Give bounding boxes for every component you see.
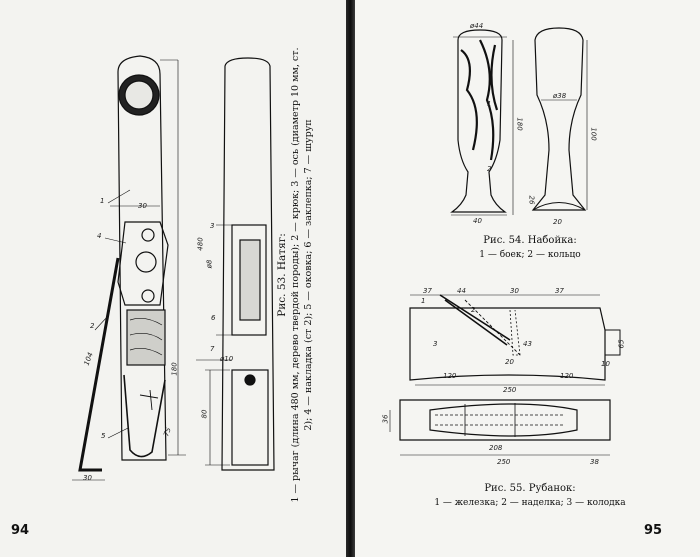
dim-480: 480 bbox=[196, 237, 205, 251]
part-3: 3 bbox=[210, 222, 215, 230]
dim-180: 180 bbox=[170, 362, 179, 376]
dim-250-top: 250 bbox=[497, 458, 511, 466]
fig55-part-3: 3 bbox=[433, 340, 438, 348]
dim-180-fig54: 180 bbox=[515, 117, 524, 131]
fig55-legend: 1 — железка; 2 — наделка; 3 — колодка bbox=[434, 498, 626, 508]
fig53-caption: Рис. 53. Натяг: 1 — рычаг (длина 480 мм,… bbox=[276, 40, 315, 510]
dim-208: 208 bbox=[489, 444, 503, 452]
dim-20: 20 bbox=[553, 218, 562, 226]
dim-65: 65 bbox=[617, 339, 626, 349]
part-5: 5 bbox=[101, 432, 106, 440]
dim-26: 26 bbox=[527, 195, 536, 205]
dim-20-fig55: 20 bbox=[505, 358, 514, 366]
part-7: 7 bbox=[210, 345, 215, 353]
dim-o8: ø8 bbox=[205, 259, 214, 269]
dim-o44: ø44 bbox=[470, 22, 484, 30]
fig53-legend: 1 — рычаг (длина 480 мм, дерево твердой … bbox=[290, 47, 314, 503]
dim-30: 30 bbox=[138, 202, 147, 210]
fig55-part-2: 2 bbox=[471, 306, 476, 314]
fig55-title: Рис. 55. Рубанок: bbox=[484, 483, 576, 494]
dim-43: 43 bbox=[523, 340, 532, 348]
fig54-title: Рис. 54. Набойка: bbox=[483, 235, 577, 246]
fig54-part-2: 2 bbox=[487, 165, 492, 173]
book-gutter bbox=[346, 0, 355, 557]
dim-40: 40 bbox=[473, 217, 482, 225]
fig54-legend: 1 — боек; 2 — кольцо bbox=[479, 250, 581, 260]
dim-37-right: 37 bbox=[555, 287, 564, 295]
fig55-caption: Рис. 55. Рубанок: 1 — железка; 2 — надел… bbox=[415, 482, 645, 510]
part-4: 4 bbox=[97, 232, 102, 240]
dim-10: 10 bbox=[601, 360, 610, 368]
dim-44: 44 bbox=[457, 287, 466, 295]
dim-o10: ø10 bbox=[220, 355, 234, 363]
fig55-part-1: 1 bbox=[421, 297, 426, 305]
dim-250-side: 250 bbox=[503, 386, 517, 394]
fig54-caption: Рис. 54. Набойка: 1 — боек; 2 — кольцо bbox=[415, 234, 645, 262]
dim-37-left: 37 bbox=[423, 287, 432, 295]
dim-38: 38 bbox=[590, 458, 599, 466]
dim-o38: ø38 bbox=[553, 92, 567, 100]
left-page: 480 180 30 104 75 30 80 ø8 ø10 1 2 4 5 3… bbox=[0, 0, 346, 557]
dim-30-bottom: 30 bbox=[83, 474, 92, 482]
dim-30-fig55: 30 bbox=[510, 287, 519, 295]
part-2: 2 bbox=[90, 322, 95, 330]
page-number-left: 94 bbox=[11, 523, 30, 538]
part-6: 6 bbox=[211, 314, 216, 322]
fig54-fig55-drawing bbox=[389, 27, 621, 456]
part-1: 1 bbox=[100, 197, 105, 205]
right-page: ø44 180 40 ø38 100 26 20 1 2 Рис. 54. На… bbox=[355, 0, 700, 557]
dim-120-right: 120 bbox=[560, 372, 574, 380]
dim-120-left: 120 bbox=[443, 372, 457, 380]
page-number-right: 95 bbox=[644, 523, 663, 538]
dim-36: 36 bbox=[381, 414, 390, 424]
dim-80: 80 bbox=[200, 409, 209, 419]
dim-100: 100 bbox=[589, 127, 598, 141]
fig54-part-1: 1 bbox=[487, 100, 492, 108]
fig53-title: Рис. 53. Натяг: bbox=[276, 233, 288, 317]
fig53-drawing bbox=[72, 55, 275, 481]
